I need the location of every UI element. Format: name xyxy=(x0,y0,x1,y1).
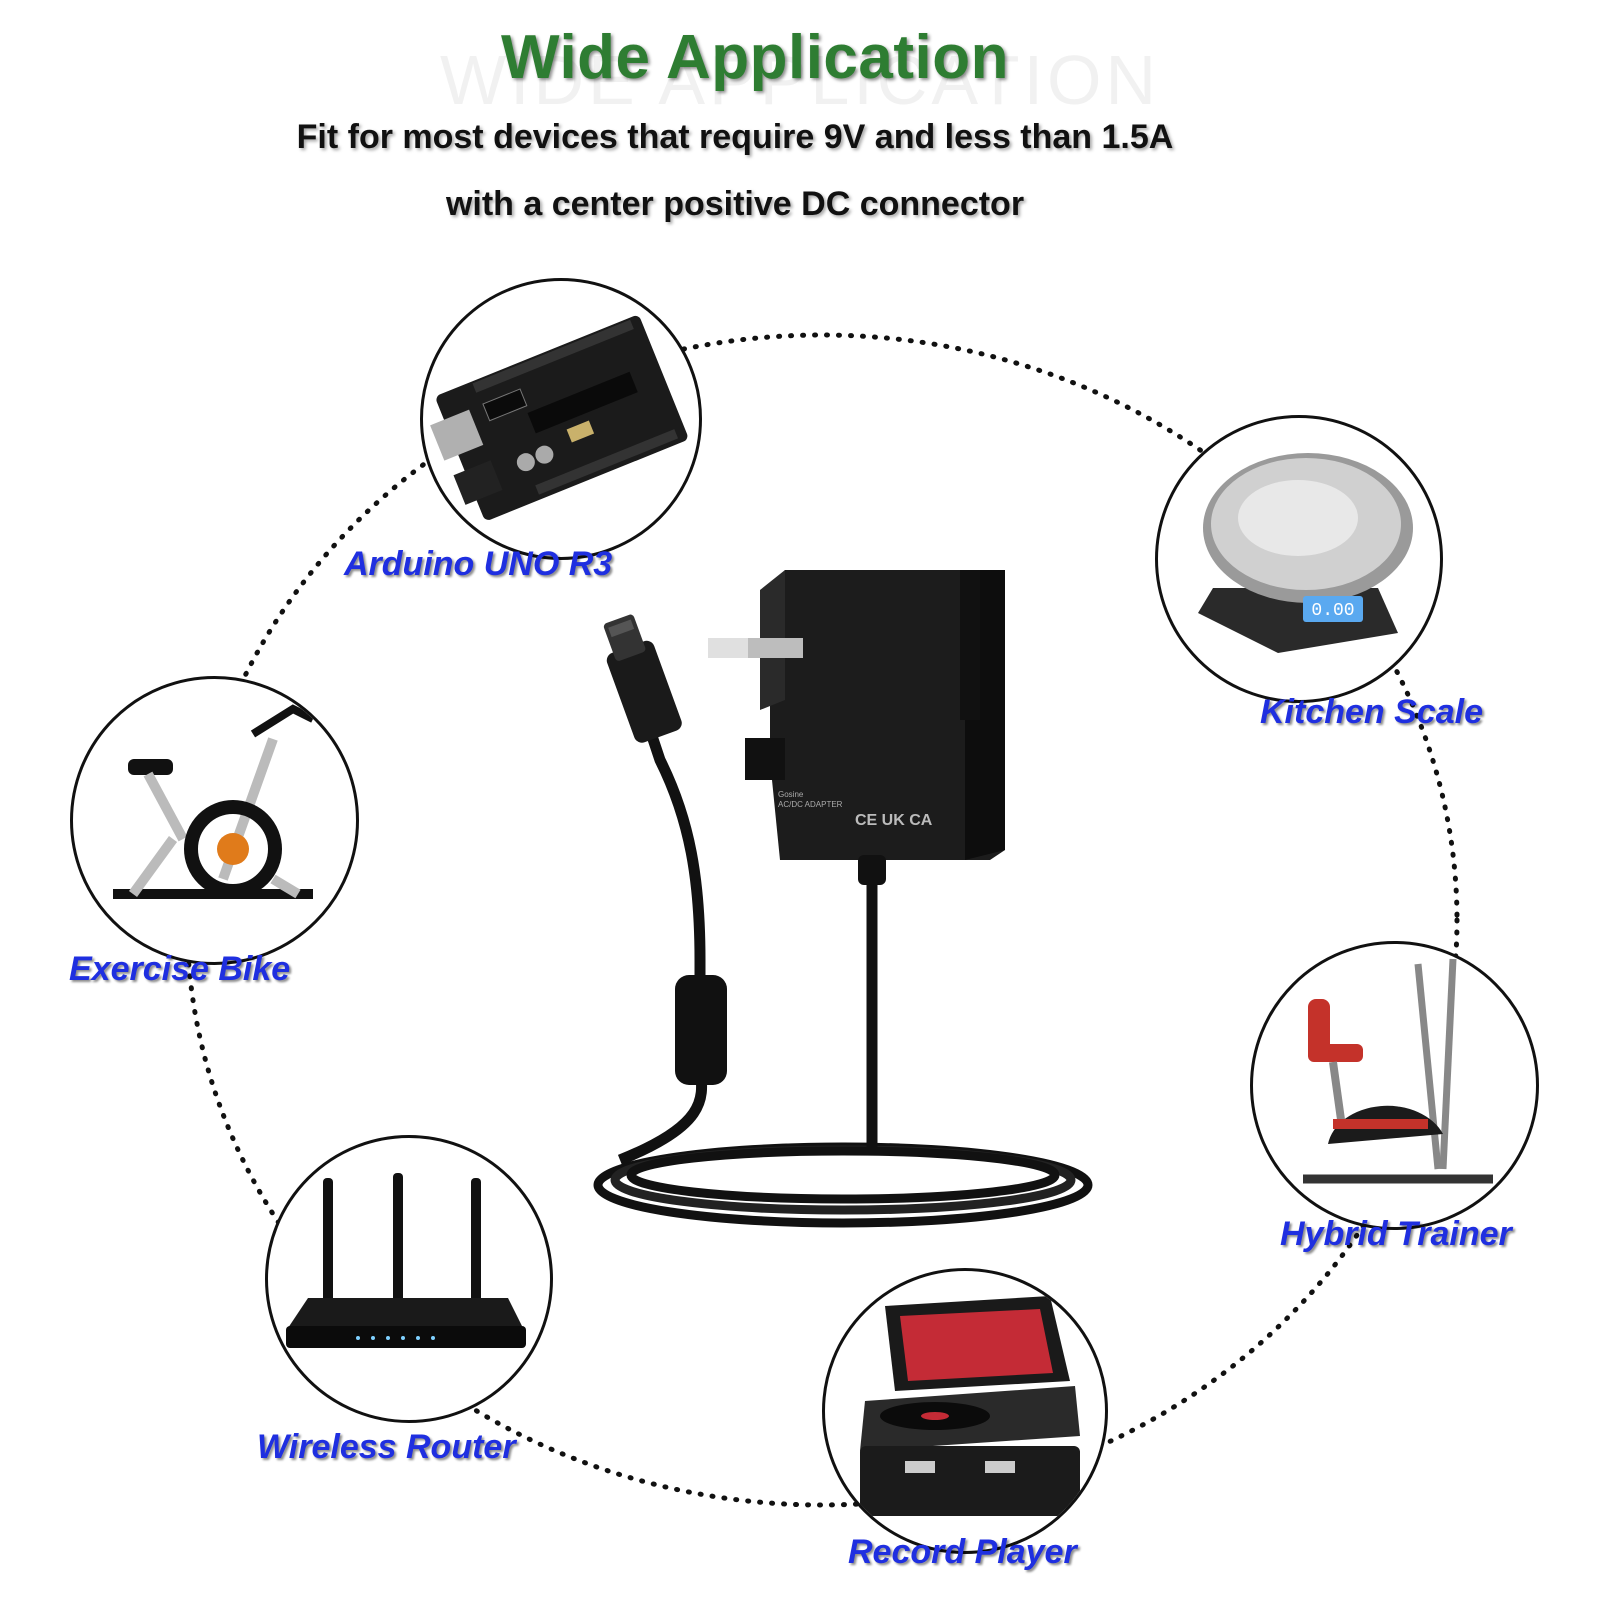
device-circle-record-player xyxy=(822,1268,1108,1554)
record-player-icon xyxy=(860,1296,1080,1516)
adapter-label-text: Gosine AC/DC ADAPTER xyxy=(778,790,898,810)
ghost-title: WIDE APPLICATION xyxy=(439,41,1161,119)
arduino-board-icon xyxy=(430,315,688,520)
kitchen-scale-icon: 0.00 xyxy=(1198,453,1413,653)
wireless-router-icon xyxy=(286,1173,526,1348)
subtitle-line-2: with a center positive DC connector xyxy=(445,185,1025,223)
hybrid-trainer-icon xyxy=(1303,958,1493,1184)
device-label-record-player: Record Player xyxy=(848,1533,1077,1571)
subtitle-line-1: Fit for most devices that require 9V and… xyxy=(296,118,1174,156)
device-circle-hybrid-trainer xyxy=(1250,941,1539,1230)
certification-marks: CE UK CA xyxy=(855,812,933,829)
adapter-type: AC/DC ADAPTER xyxy=(778,800,843,809)
device-circle-exercise-bike xyxy=(70,676,359,965)
device-circle-wireless-router xyxy=(265,1135,553,1423)
device-label-kitchen-scale: Kitchen Scale xyxy=(1260,693,1483,731)
page-title: Wide Application xyxy=(500,23,1010,92)
device-label-hybrid-trainer: Hybrid Trainer xyxy=(1280,1215,1512,1253)
device-circle-arduino xyxy=(420,278,702,560)
adapter-brand: Gosine xyxy=(778,790,804,799)
exercise-bike-icon xyxy=(113,704,315,899)
device-circle-kitchen-scale: 0.00 xyxy=(1155,415,1443,703)
device-label-wireless-router: Wireless Router xyxy=(257,1428,516,1466)
device-label-exercise-bike: Exercise Bike xyxy=(69,950,291,988)
device-label-arduino: Arduino UNO R3 xyxy=(344,545,613,583)
svg-text:0.00: 0.00 xyxy=(1311,601,1354,621)
